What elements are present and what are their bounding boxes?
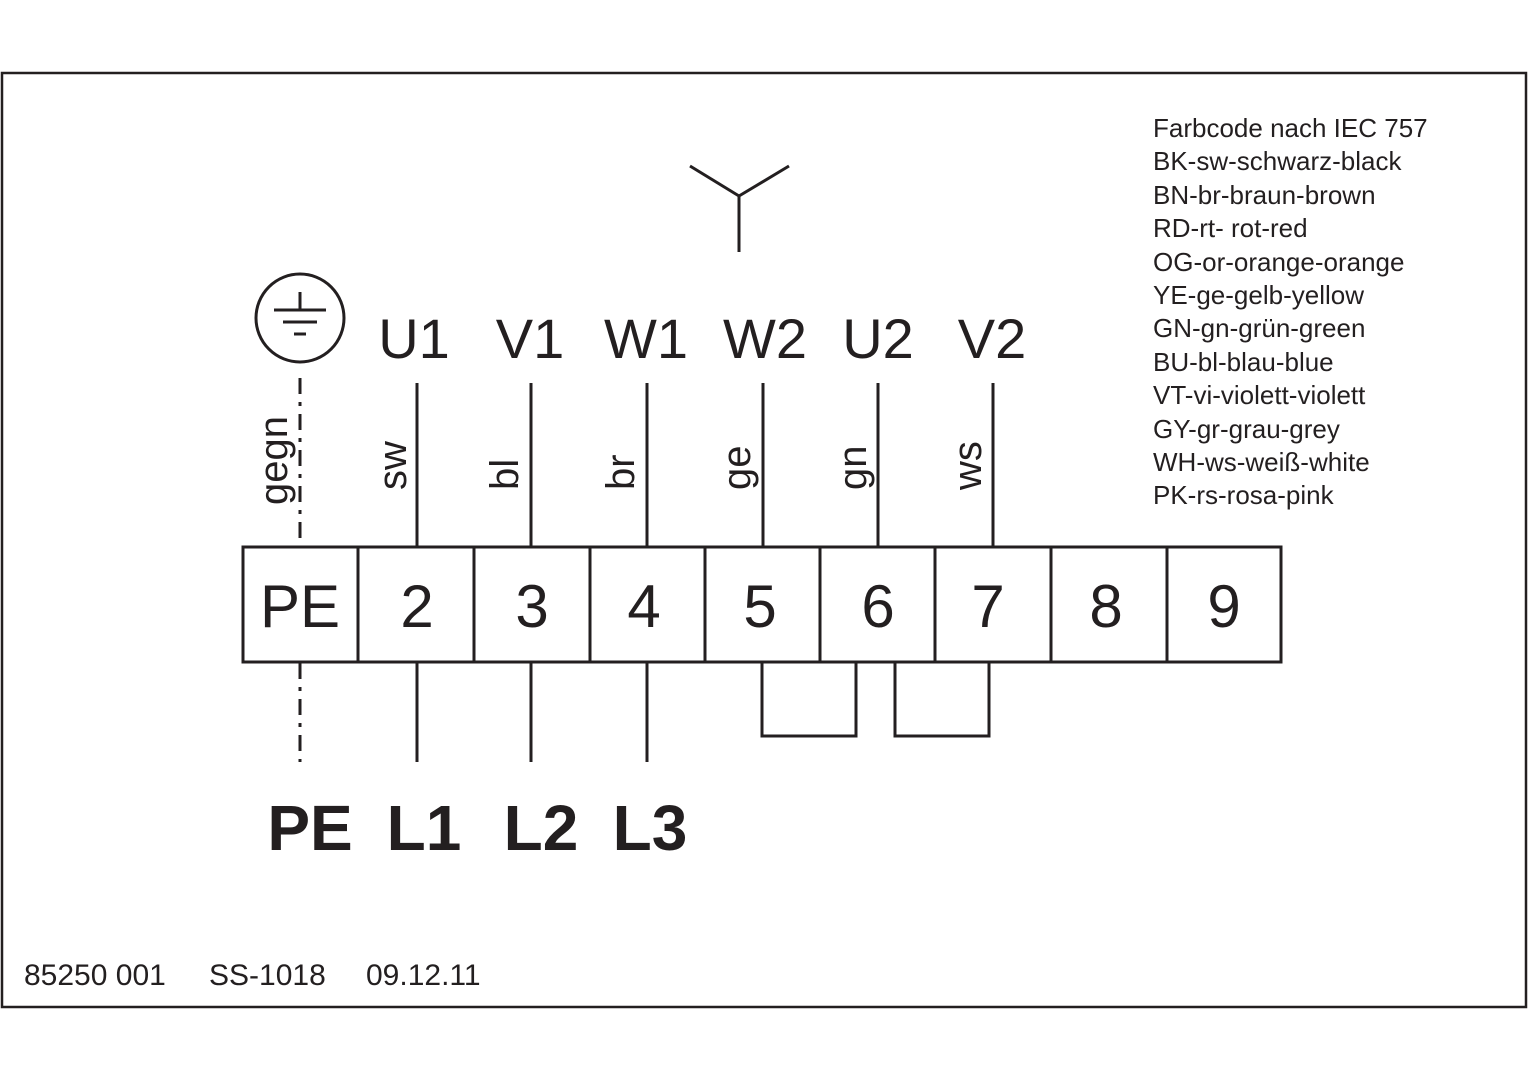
terminal-cell-pe [241, 545, 360, 664]
supply-wires [298, 663, 991, 762]
terminal-label-9: 9 [1207, 573, 1240, 640]
bridge-6-7 [893, 663, 991, 738]
terminal-cell-7 [933, 545, 1053, 664]
terminal-label-2: 2 [400, 573, 433, 640]
terminal-cell-8 [1049, 545, 1169, 664]
legend-entry: RD-rt- rot-red [1153, 213, 1308, 243]
wire-color-u1: sw [371, 441, 415, 490]
footer-number: 85250 001 [24, 959, 166, 992]
legend-entry: GY-gr-grau-grey [1153, 414, 1340, 444]
legend-title: Farbcode nach IEC 757 [1153, 113, 1428, 143]
legend-entry: OG-or-orange-orange [1153, 247, 1404, 277]
terminal-cell-6 [818, 545, 937, 664]
terminal-block: PE 2 3 4 5 6 7 8 9 [241, 545, 1283, 664]
line-label-pe: PE [267, 792, 352, 864]
supply-line-labels: PE L1 L2 L3 [267, 792, 687, 864]
terminal-label-6: 6 [861, 573, 894, 640]
legend-entry: PK-rs-rosa-pink [1153, 480, 1335, 510]
terminal-label-pe: PE [260, 573, 340, 640]
terminal-label-7: 7 [971, 573, 1004, 640]
line-label-l3: L3 [613, 792, 688, 864]
footer-code: SS-1018 [209, 959, 326, 992]
legend-entry: GN-gn-grün-green [1153, 313, 1365, 343]
legend-entry: WH-ws-weiß-white [1153, 447, 1370, 477]
terminal-cell-2 [356, 545, 476, 664]
motor-label-v2: V2 [958, 307, 1027, 370]
terminal-cell-5 [703, 545, 822, 664]
line-label-l1: L1 [387, 792, 462, 864]
color-code-legend: Farbcode nach IEC 757 BK-sw-schwarz-blac… [1153, 113, 1428, 510]
motor-wires [298, 378, 995, 546]
wire-color-w2: ge [715, 446, 759, 491]
terminal-cell-3 [472, 545, 592, 664]
motor-label-w1: W1 [604, 307, 688, 370]
terminal-label-4: 4 [627, 573, 660, 640]
diagram-frame [0, 71, 1528, 1009]
terminal-label-8: 8 [1089, 573, 1122, 640]
wire-color-v2: ws [946, 441, 990, 491]
bridge-5-6 [760, 663, 858, 738]
footer: 85250 001 SS-1018 09.12.11 [24, 959, 481, 992]
motor-label-u1: U1 [378, 307, 450, 370]
legend-entry: BN-br-braun-brown [1153, 180, 1376, 210]
wire-color-v1: bl [483, 459, 527, 490]
terminal-label-3: 3 [515, 573, 548, 640]
wire-color-labels: gegn sw bl br ge gn ws [252, 416, 990, 505]
terminal-cell-9 [1165, 545, 1283, 664]
legend-entry: VT-vi-violett-violett [1153, 380, 1366, 410]
motor-labels: U1 V1 W1 W2 U2 V2 [378, 307, 1026, 370]
legend-entry: YE-ge-gelb-yellow [1153, 280, 1364, 310]
wire-color-pe: gegn [252, 416, 296, 505]
motor-label-u2: U2 [842, 307, 914, 370]
motor-label-v1: V1 [496, 307, 565, 370]
ground-icon [254, 272, 346, 364]
footer-date: 09.12.11 [366, 959, 481, 992]
line-label-l2: L2 [504, 792, 579, 864]
wire-color-w1: br [599, 454, 643, 490]
terminal-label-5: 5 [743, 573, 776, 640]
legend-entry: BK-sw-schwarz-black [1153, 146, 1402, 176]
wire-color-u2: gn [831, 446, 875, 491]
star-connection-icon [689, 164, 790, 252]
legend-entry: BU-bl-blau-blue [1153, 347, 1334, 377]
motor-label-w2: W2 [723, 307, 807, 370]
